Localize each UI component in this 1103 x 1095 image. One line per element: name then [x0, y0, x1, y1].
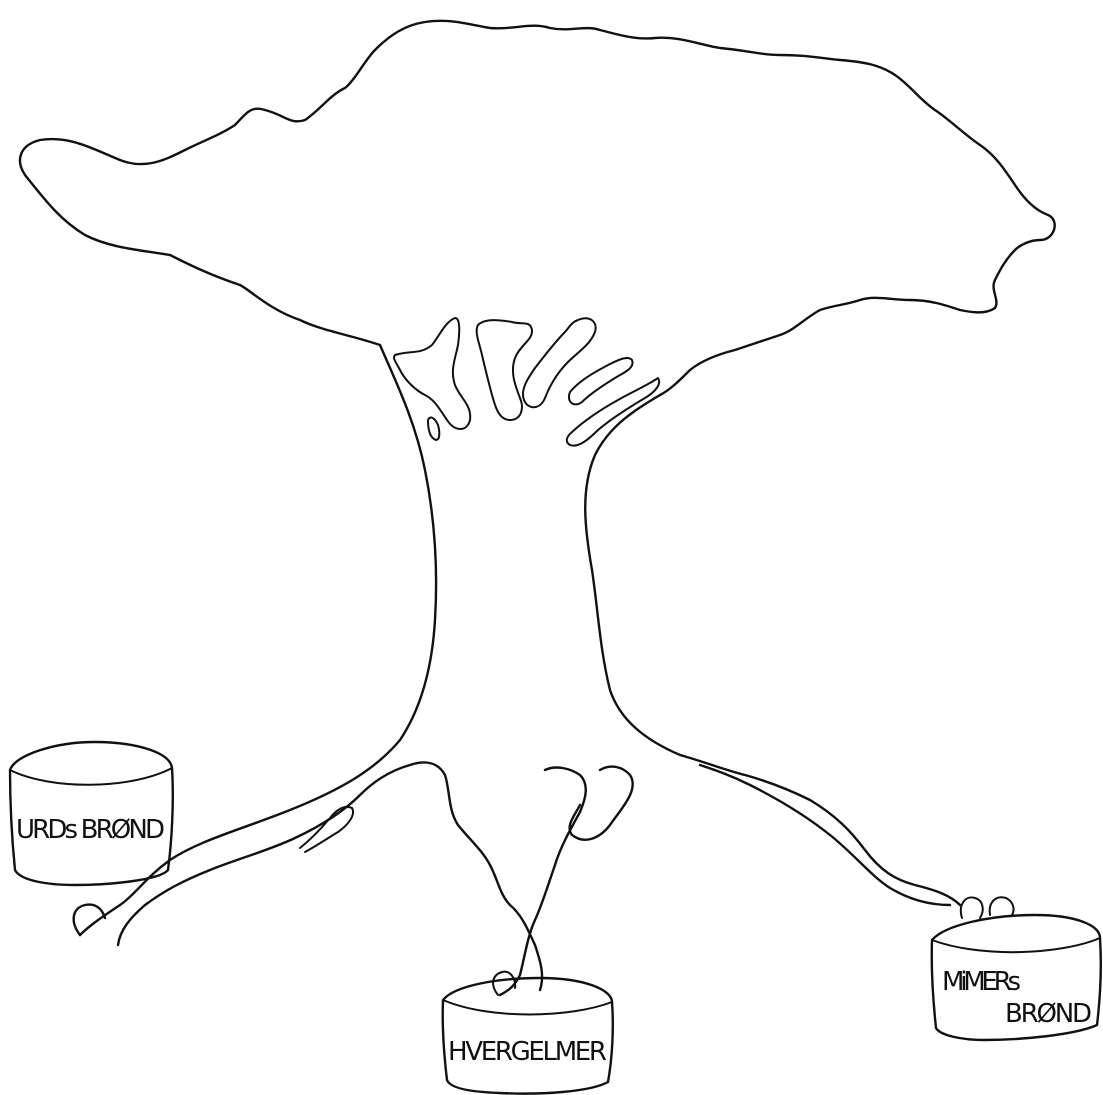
- well-mimer-label-line2: BRØND: [1005, 999, 1093, 1029]
- branch-cutout-1: [394, 318, 470, 429]
- tree-crown: [20, 21, 1055, 395]
- well-mimer-rim: [932, 938, 1100, 952]
- root-left-branch: [118, 762, 542, 990]
- well-mimer-label-line1: MiMERs: [942, 967, 1022, 997]
- root-center: [500, 768, 586, 995]
- well-hvergelmer-outline: [443, 978, 613, 1094]
- root-right-hook-2: [990, 897, 1014, 915]
- well-urd-rim: [10, 768, 172, 785]
- well-urd-label: URDs BRØND: [16, 815, 166, 845]
- well-urd-outline: [10, 742, 173, 885]
- well-urd: URDs BRØND: [10, 742, 173, 885]
- well-hvergelmer-rim: [443, 1000, 612, 1015]
- root-right-center: [570, 767, 633, 840]
- well-hvergelmer-label: HVERGELMER: [448, 1037, 608, 1067]
- well-mimer: MiMERs BRØND: [932, 915, 1101, 1040]
- root-left-spur: [300, 807, 353, 852]
- branch-cutout-3: [477, 320, 532, 420]
- root-right-hook-1: [961, 897, 983, 918]
- trunk-right-edge: [585, 395, 960, 905]
- branch-cutout-4: [523, 318, 596, 407]
- branch-cutout-6: [567, 378, 659, 446]
- trunk-left-edge: [80, 345, 436, 935]
- branch-cutout-2: [428, 418, 439, 440]
- well-hvergelmer: HVERGELMER: [443, 978, 613, 1094]
